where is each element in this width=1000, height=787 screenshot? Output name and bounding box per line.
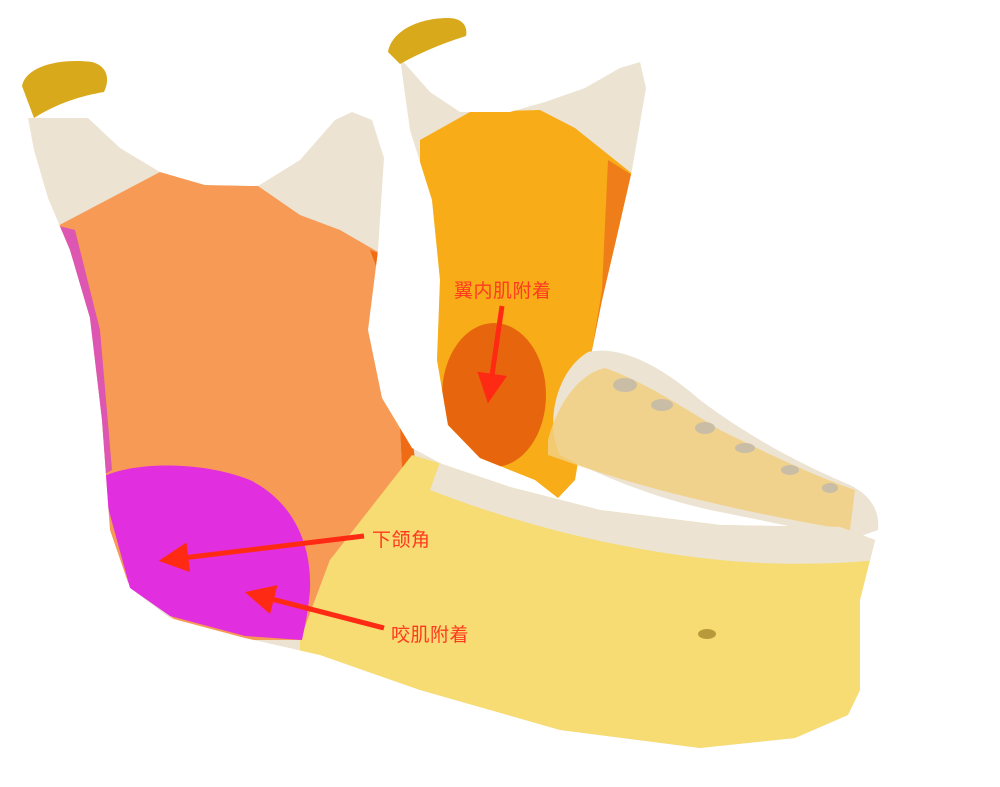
pterygoid-arrow bbox=[477, 305, 508, 404]
pterygoid-label: 翼内肌附着 bbox=[454, 280, 552, 302]
alveolar-arch bbox=[548, 350, 879, 540]
angle-arrow bbox=[158, 533, 365, 573]
mental-foramen bbox=[698, 629, 716, 639]
masseter-label: 咬肌附着 bbox=[391, 624, 470, 646]
masseter-arrow bbox=[244, 585, 385, 631]
outer-condyle bbox=[22, 61, 108, 118]
inner-condyle bbox=[388, 18, 467, 64]
angle-label: 下颌角 bbox=[372, 529, 431, 551]
